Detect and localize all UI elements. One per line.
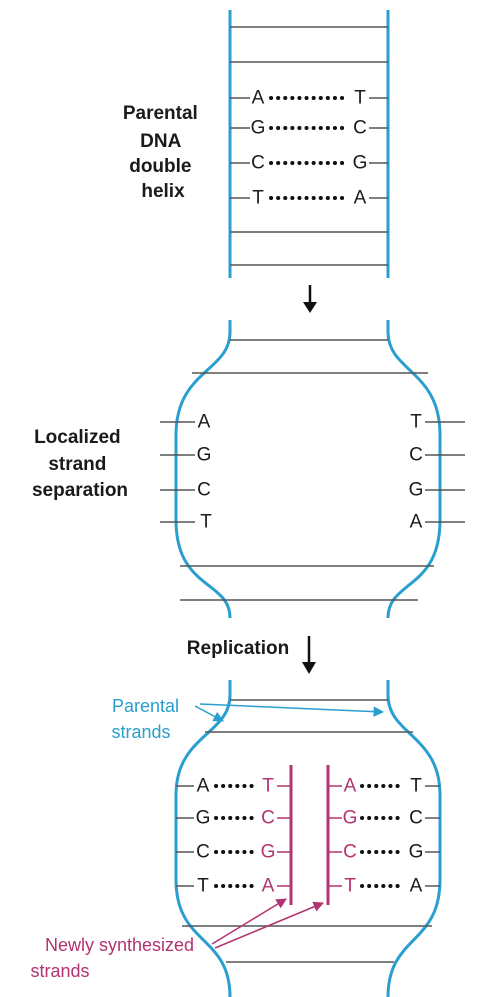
base-letter: A	[197, 776, 210, 797]
base-letter: T	[410, 412, 422, 433]
base-letter: C	[251, 153, 265, 174]
left-parental-strand	[174, 320, 232, 619]
new-strand-pointer-right	[214, 901, 324, 949]
panel1-label-line: helix	[141, 181, 185, 202]
new-base-letter: A	[344, 776, 357, 797]
right-parental-strand	[386, 320, 442, 619]
base-letter: T	[354, 88, 366, 109]
right-parental-strand	[386, 680, 442, 997]
base-letter: T	[197, 876, 209, 897]
base-letter: T	[252, 188, 264, 209]
base-letter: A	[252, 88, 265, 109]
left-base-row: G	[160, 445, 211, 466]
new-base-letter: T	[262, 776, 274, 797]
base-letter: A	[410, 876, 423, 897]
helix-rungs	[180, 339, 434, 601]
helix-rungs	[230, 26, 388, 266]
parental-strands-label-line: Parental	[112, 696, 179, 716]
base-letter: C	[409, 445, 423, 466]
replication-step: Replication	[187, 636, 316, 674]
right-base-row: G	[409, 480, 465, 501]
new-strands-label-line: strands	[30, 961, 89, 981]
panel1-label: Parental DNA double helix	[123, 103, 203, 202]
right-base-row: C	[409, 445, 465, 466]
new-base-letter: C	[261, 808, 275, 829]
base-letter: C	[197, 480, 211, 501]
panel1-label-line: Parental	[123, 103, 198, 124]
new-strands-label-line: Newly synthesized	[45, 935, 194, 955]
base-letter: G	[196, 808, 211, 829]
new-strand-pointer-left	[211, 898, 287, 945]
base-letter: T	[200, 512, 212, 533]
parental-pointer-right	[199, 703, 385, 717]
base-letter: A	[410, 512, 423, 533]
base-letter: G	[251, 118, 266, 139]
parental-pointer-left	[194, 705, 224, 722]
left-base-row: A	[160, 412, 211, 433]
left-base-row: T	[160, 512, 212, 533]
base-letter: G	[409, 842, 424, 863]
base-letter: T	[410, 776, 422, 797]
panel2-label-line: strand	[48, 454, 106, 475]
base-letter: G	[353, 153, 368, 174]
base-letter: A	[198, 412, 211, 433]
parental-strands-label: Parental strands	[111, 696, 184, 742]
new-base-letter: T	[344, 876, 356, 897]
base-letter: C	[196, 842, 210, 863]
down-arrow	[303, 285, 317, 313]
panel2-label: Localized strand separation	[32, 427, 128, 501]
base-letter: G	[197, 445, 212, 466]
base-letter: G	[409, 480, 424, 501]
new-strands-label: Newly synthesized strands	[30, 935, 199, 981]
right-base-row: T	[410, 412, 465, 433]
new-base-letter: C	[343, 842, 357, 863]
right-base-row: A	[410, 512, 465, 533]
panel1-label-line: double	[129, 156, 191, 177]
panel2-label-line: separation	[32, 480, 128, 501]
helix-rungs	[182, 699, 432, 963]
base-letter: C	[409, 808, 423, 829]
panel1-label-line: DNA	[140, 131, 181, 152]
new-base-letter: A	[262, 876, 275, 897]
new-base-letter: G	[261, 842, 276, 863]
replication-label: Replication	[187, 638, 289, 659]
parental-strands-label-line: strands	[111, 722, 170, 742]
new-base-letter: G	[343, 808, 358, 829]
base-letter: C	[353, 118, 367, 139]
left-base-row: C	[160, 480, 211, 501]
panel2-label-line: Localized	[34, 427, 121, 448]
base-letter: A	[354, 188, 367, 209]
